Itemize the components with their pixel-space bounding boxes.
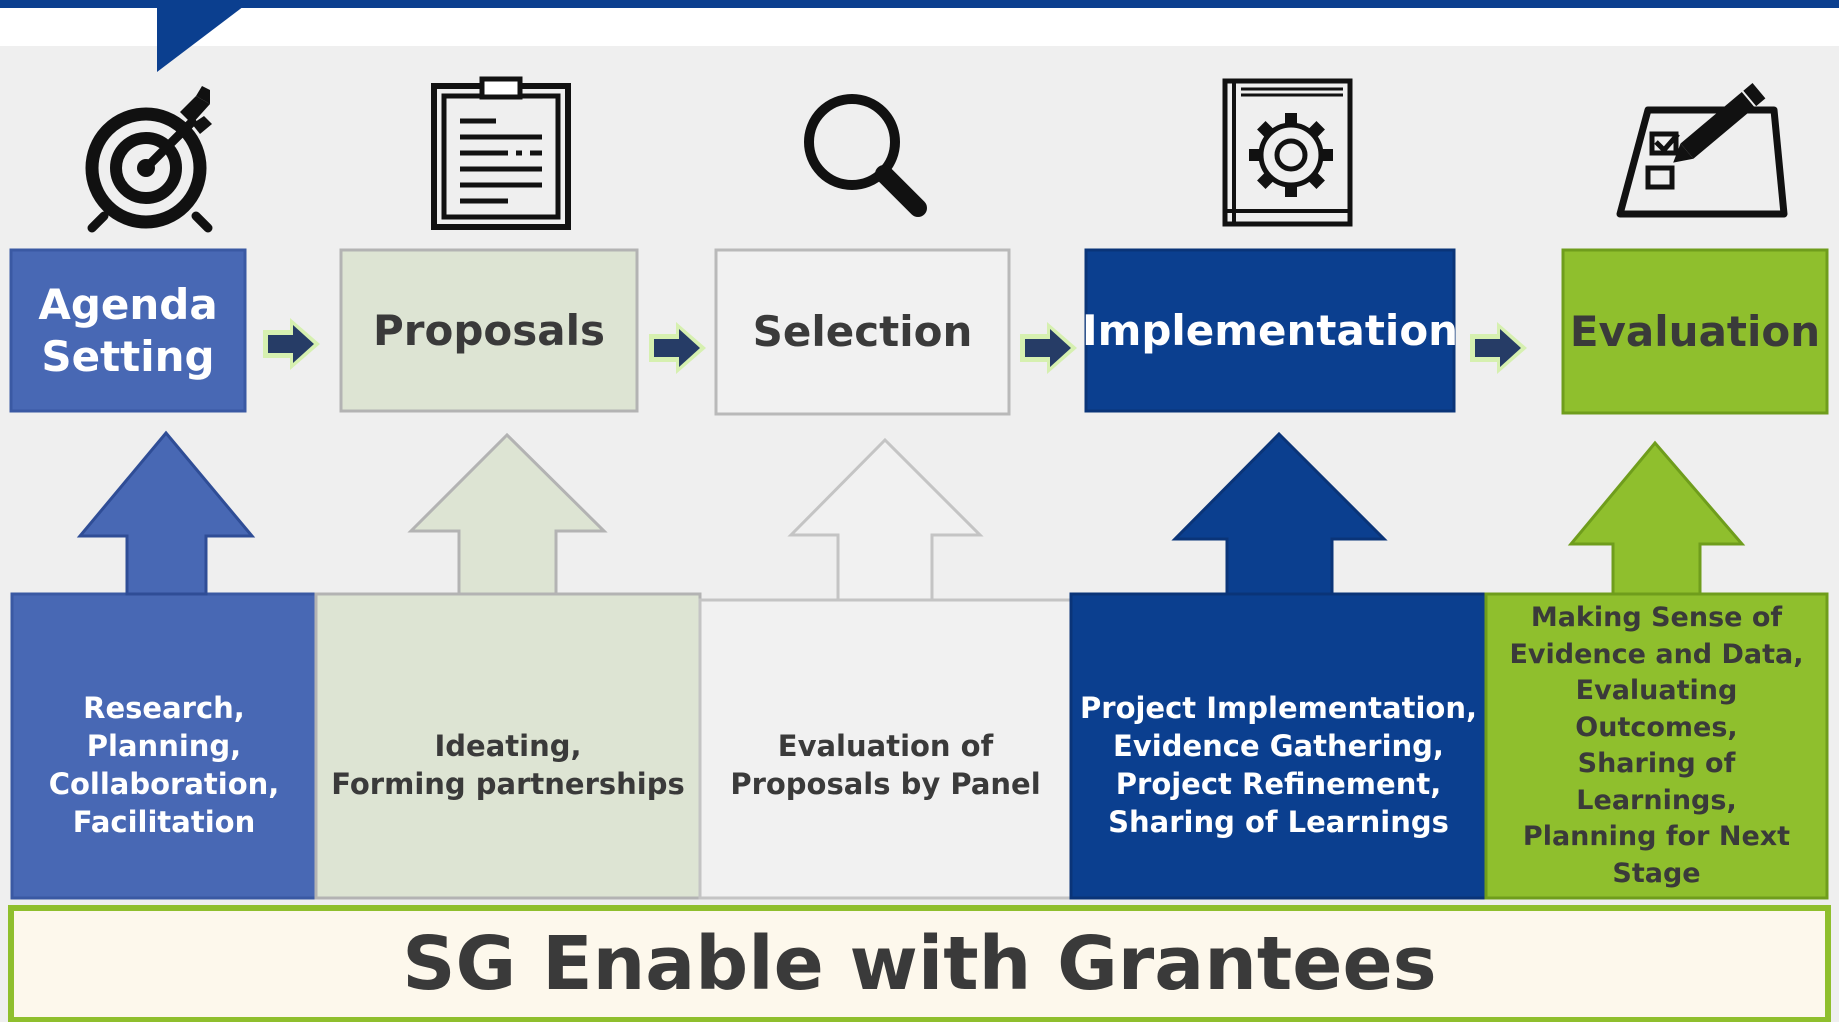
up-arrow-proposals — [407, 432, 608, 596]
stage-title-proposals: Proposals — [372, 305, 605, 355]
footer-box — [8, 905, 1831, 1022]
stage-title-evaluation: Evaluation — [1569, 306, 1821, 356]
flow-arrow-2 — [649, 322, 706, 374]
header-tab-corner — [157, 0, 252, 72]
description-implementation: Project Implementation, Evidence Gatheri… — [1080, 691, 1477, 839]
up-arrow-selection — [787, 437, 984, 602]
stage-title-implementation: Implementation — [1081, 305, 1459, 355]
target-icon — [85, 86, 213, 233]
panel-agenda — [10, 592, 318, 900]
flow-arrow-4 — [1470, 322, 1527, 374]
flow-arrow-1 — [263, 318, 320, 370]
description-selection: Evaluation of Proposals by Panel — [730, 729, 1041, 801]
header-bar — [0, 0, 1839, 8]
stage-box-implementation — [1084, 248, 1456, 413]
checklist-pen-icon — [1616, 83, 1788, 218]
flow-arrow-3 — [1020, 322, 1077, 374]
stage-title-agenda: Agenda Setting — [38, 279, 218, 381]
stage-box-proposals — [339, 248, 639, 413]
stage-box-evaluation — [1561, 248, 1829, 415]
panel-implementation — [1069, 592, 1488, 900]
footer-label: SG Enable with Grantees — [402, 921, 1437, 1007]
stage-title-selection: Selection — [752, 307, 973, 356]
stage-box-selection — [714, 248, 1011, 416]
description-agenda: Research, Planning, Collaboration, Facil… — [48, 691, 280, 839]
panel-evaluation — [1484, 592, 1829, 900]
up-arrow-evaluation — [1567, 440, 1746, 596]
description-evaluation: Making Sense of Evidence and Data, Evalu… — [1509, 602, 1804, 889]
clipboard-icon — [431, 76, 571, 230]
gear-book-icon — [1222, 78, 1353, 227]
description-proposals: Ideating, Forming partnerships — [331, 729, 685, 801]
up-arrow-implementation — [1171, 431, 1388, 596]
magnifier-icon — [804, 94, 927, 217]
stage-box-agenda — [9, 248, 247, 413]
up-arrow-agenda — [76, 430, 256, 596]
